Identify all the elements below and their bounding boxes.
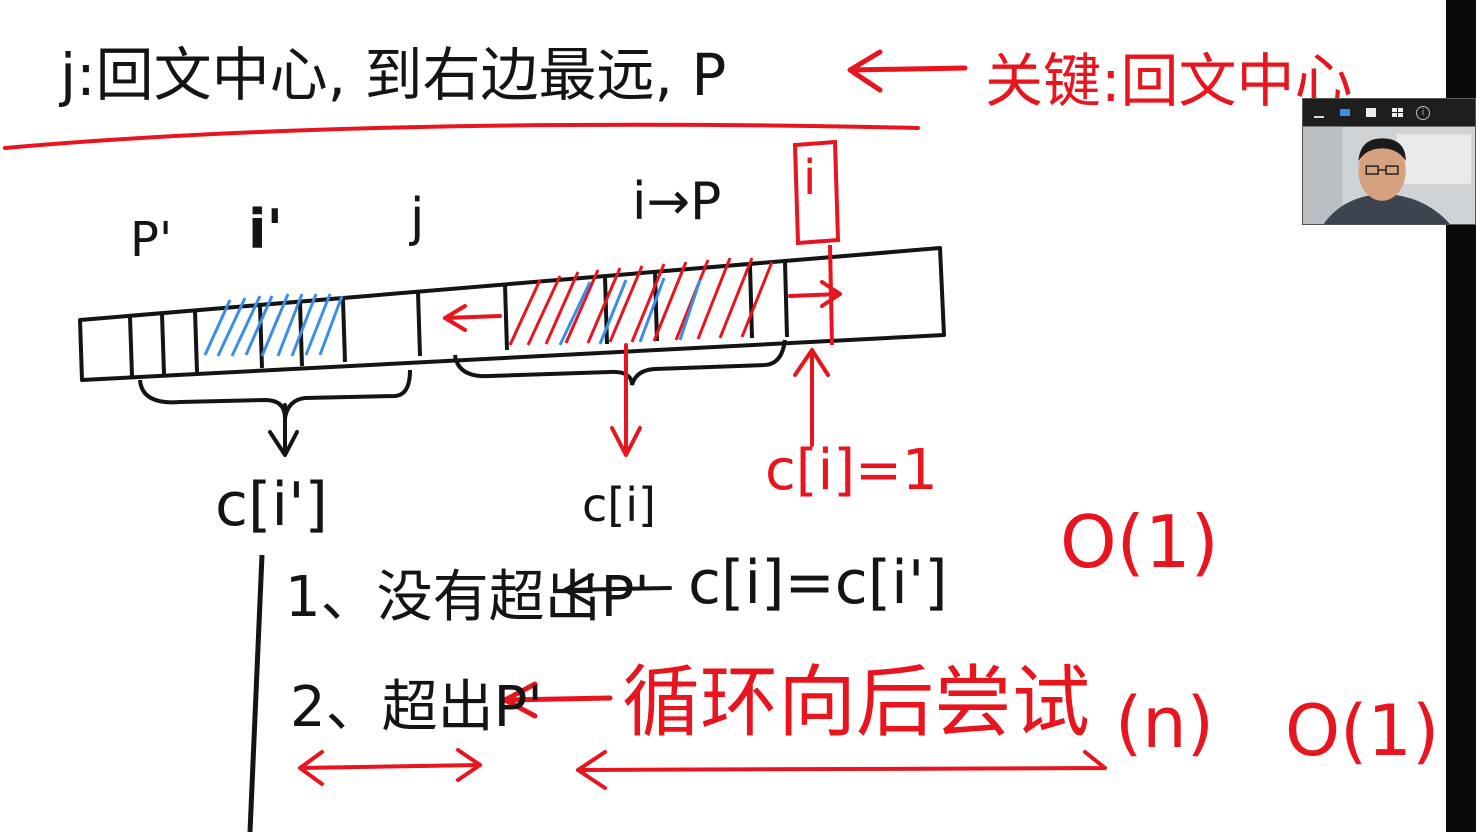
right-up-arrow — [793, 348, 830, 447]
heading-note: 关键:回文中心 — [985, 47, 1353, 115]
single-view-icon[interactable] — [1363, 107, 1379, 119]
label-i-prime: i' — [248, 198, 284, 261]
webcam-toolbar: i — [1303, 99, 1475, 126]
heading-underline — [3, 122, 920, 150]
whiteboard-drawing — [3, 49, 1107, 832]
p-box — [792, 139, 841, 246]
webcam-window[interactable]: i — [1302, 98, 1476, 225]
label-i-to-p: i→P — [632, 172, 722, 232]
minimize-icon[interactable] — [1311, 107, 1327, 119]
array-strip — [78, 246, 946, 382]
heading-text: j:回文中心, 到右边最远, P — [60, 41, 727, 109]
right-hatching-blue — [558, 277, 702, 346]
p-boundary-line — [828, 244, 834, 346]
right-brace — [453, 339, 787, 386]
mid-down-arrow — [610, 343, 642, 457]
heading-arrow — [847, 49, 968, 93]
case1-result: c[i]=c[i'] — [688, 548, 948, 618]
left-hatching — [203, 293, 344, 357]
case1-label: 1、没有超出P' — [285, 565, 650, 630]
array-dividers-right — [503, 261, 789, 351]
left-down-arrow — [268, 403, 299, 457]
case1-arrow — [563, 573, 672, 607]
case2-arrow — [502, 681, 613, 719]
label-i: i — [803, 150, 817, 206]
case2-result: 循环向后尝试 — [622, 658, 1091, 748]
right-hatching-red — [508, 257, 774, 346]
label-p-prime: P' — [130, 212, 173, 268]
loop-arrow — [576, 750, 1107, 790]
whiteboard-canvas: j:回文中心, 到右边最远, P 关键:回文中心 P' i' j i→P i c… — [3, 41, 1440, 832]
speaker-view-icon[interactable] — [1337, 107, 1353, 119]
label-j: j — [410, 188, 425, 248]
info-icon[interactable]: i — [1415, 105, 1431, 120]
value-left: c[i'] — [215, 470, 328, 540]
grid-view-icon[interactable] — [1389, 107, 1405, 119]
cases-bracket — [247, 554, 265, 832]
value-mid: c[i] — [582, 478, 656, 532]
case2-label: 2、超出P' — [290, 675, 543, 740]
case2-span-arrow — [298, 748, 482, 786]
webcam-video-feed — [1303, 126, 1475, 224]
left-extent-arrow — [443, 304, 502, 332]
case2-cost-1: O(1) — [1285, 690, 1440, 772]
value-right: c[i]=1 — [765, 438, 938, 503]
left-brace — [138, 369, 412, 419]
case1-cost: O(1) — [1060, 500, 1219, 584]
case2-cost-n: (n) — [1115, 682, 1214, 764]
